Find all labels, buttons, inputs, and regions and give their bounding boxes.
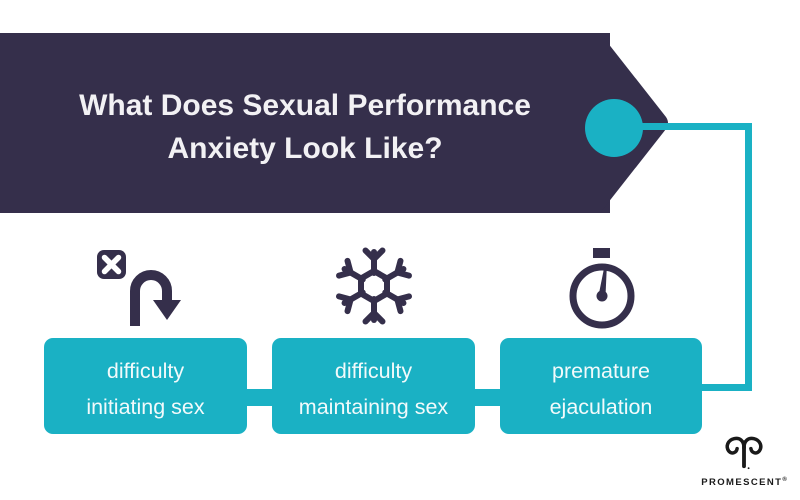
u-turn-x-icon — [97, 250, 181, 326]
snowflake-icon — [335, 247, 413, 329]
box-connector-bar — [246, 389, 273, 406]
connector-line-into-box — [702, 384, 752, 391]
symptom-label-line: ejaculation — [549, 395, 653, 419]
brand-name: PROMESCENT® — [701, 477, 787, 489]
promescent-logo: PROMESCENT® — [692, 433, 796, 488]
symptom-label-line: initiating sex — [86, 395, 205, 419]
title-line-1: What Does Sexual Performance — [79, 89, 531, 122]
symptom-label-line: maintaining sex — [298, 395, 449, 419]
symptom-label-line: difficulty — [106, 359, 185, 383]
stopwatch-icon — [569, 248, 635, 329]
title-banner: What Does Sexual Performance Anxiety Loo… — [0, 33, 610, 213]
ram-horns-logo-icon — [725, 436, 763, 470]
symptom-box-premature: premature ejaculation — [500, 338, 702, 434]
box-connector-bar — [474, 389, 501, 406]
registered-mark: ® — [782, 477, 787, 483]
connector-line-vertical — [745, 123, 752, 391]
symptom-label-line: difficulty — [334, 359, 413, 383]
symptom-box-maintaining: difficulty maintaining sex — [272, 338, 475, 434]
connector-line-top — [614, 123, 752, 130]
symptom-box-initiating: difficulty initiating sex — [44, 338, 247, 434]
symptom-label-line: premature — [552, 359, 650, 383]
title-line-2: Anxiety Look Like? — [167, 132, 443, 165]
